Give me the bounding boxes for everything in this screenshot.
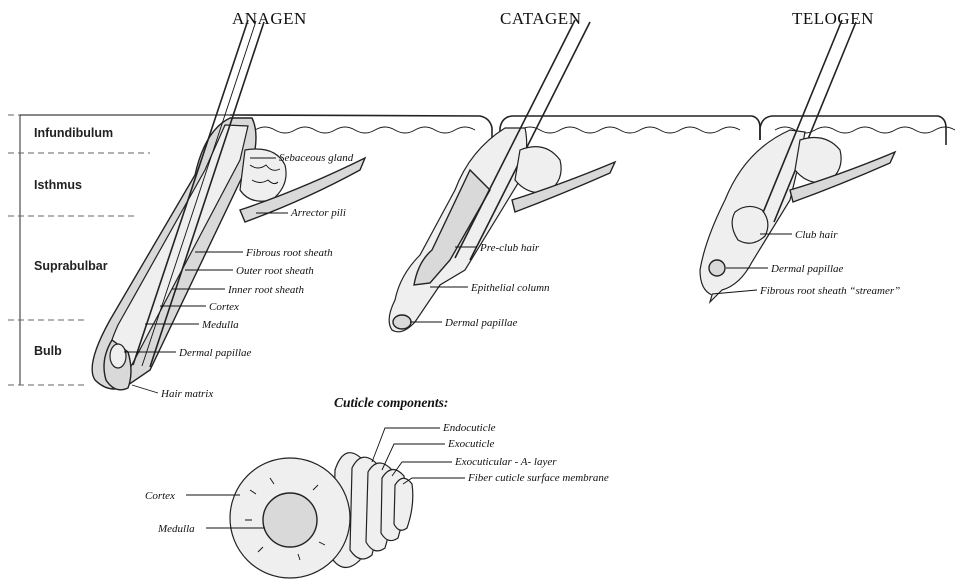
telogen-follicle [700,20,955,302]
title-telogen: TELOGEN [792,9,874,28]
title-anagen: ANAGEN [232,9,307,28]
label-cortex: Cortex [209,301,239,313]
anagen-follicle [92,20,492,390]
label-hair-matrix: Hair matrix [160,388,213,400]
cuticle-medulla-core [263,493,317,547]
title-catagen: CATAGEN [500,9,581,28]
label-club-hair: Club hair [795,229,838,241]
label-inner-root-sheath: Inner root sheath [227,284,304,296]
label-dermal-papillae-anagen: Dermal papillae [178,347,252,359]
zone-bulb: Bulb [34,344,62,358]
label-fiber-cuticle-surface-membrane: Fiber cuticle surface membrane [467,472,609,484]
label-exocuticle: Exocuticle [447,438,495,450]
zone-isthmus: Isthmus [34,178,82,192]
label-endocuticle: Endocuticle [442,422,496,434]
label-pre-club-hair: Pre-club hair [479,242,540,254]
zone-infundibulum: Infundibulum [34,126,113,140]
catagen-dermal-papilla [393,315,411,329]
label-exocuticular-a-layer: Exocuticular - A- layer [454,456,557,468]
label-fibrous-root-sheath: Fibrous root sheath [245,247,333,259]
label-cuticle-medulla: Medulla [157,523,195,535]
label-arrector-pili: Arrector pili [290,207,346,219]
anagen-dermal-papilla [110,344,126,368]
telogen-club-hair [732,206,768,243]
label-epithelial-column: Epithelial column [470,282,550,294]
cuticle-heading: Cuticle components: [334,395,448,410]
label-cuticle-cortex: Cortex [145,490,175,502]
label-dermal-papillae-catagen: Dermal papillae [444,317,518,329]
telogen-dermal-papilla [709,260,725,276]
label-sebaceous-gland: Sebaceous gland [279,152,354,164]
label-medulla: Medulla [201,319,239,331]
label-dermal-papillae-telogen: Dermal papillae [770,263,844,275]
cuticle-cross-section [230,453,413,578]
label-outer-root-sheath: Outer root sheath [236,265,314,277]
label-fibrous-root-sheath-streamer: Fibrous root sheath “streamer” [759,285,900,297]
zone-suprabulbar: Suprabulbar [34,259,108,273]
